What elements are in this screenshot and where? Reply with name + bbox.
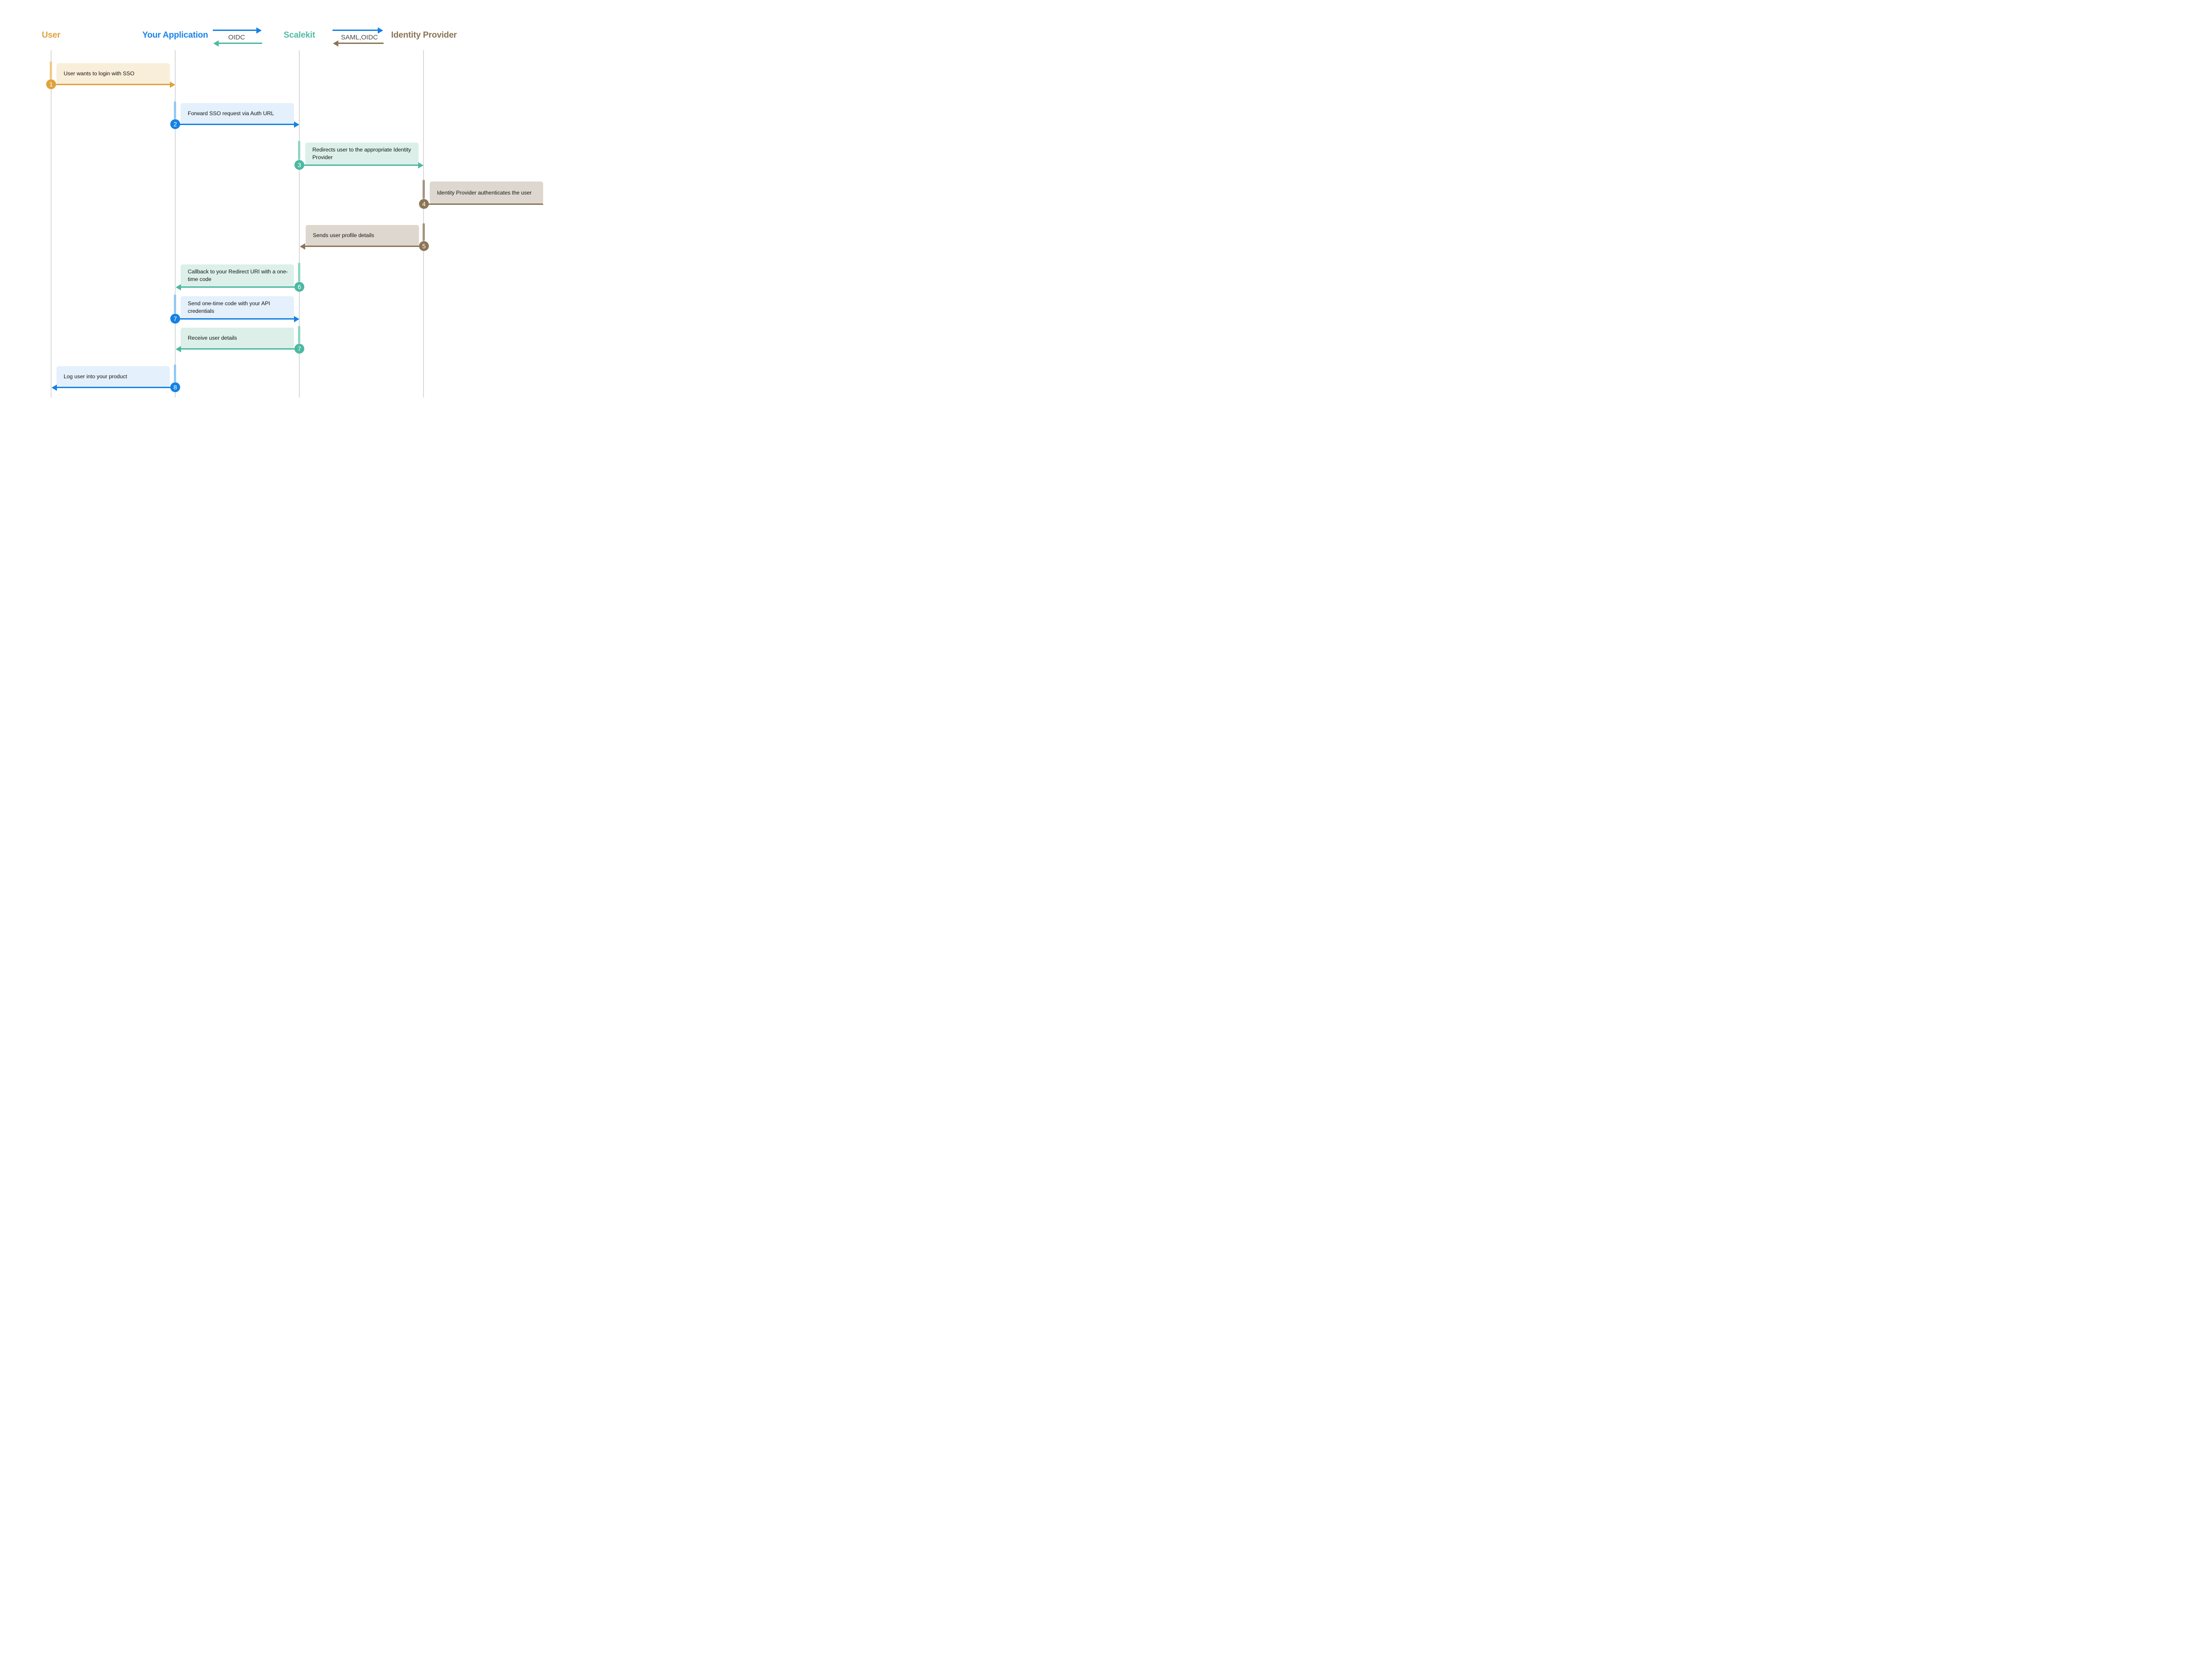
message-arrow-step-7a — [175, 316, 299, 322]
message-bubble-step-2: Forward SSO request via Auth URL — [181, 103, 294, 124]
actor-label-your-application: Your Application — [142, 30, 208, 40]
message-arrow-step-3 — [299, 162, 423, 169]
arrowhead-left-icon — [176, 346, 181, 352]
message-underline-step-4 — [424, 203, 543, 205]
arrowhead-right-icon — [418, 162, 423, 169]
step-badge-1: 1 — [46, 79, 56, 89]
activation-bar-step-5 — [423, 223, 425, 241]
step-badge-5: 5 — [419, 241, 429, 251]
message-bubble-step-7b: Receive user details — [181, 328, 294, 349]
message-text: Identity Provider authenticates the user — [437, 189, 532, 196]
arrowhead-right-icon — [378, 27, 383, 34]
arrowhead-left-icon — [176, 284, 181, 290]
message-bubble-step-6: Callback to your Redirect URI with a one… — [181, 264, 294, 287]
step-badge-6: 6 — [294, 282, 304, 292]
message-arrow-step-1 — [51, 81, 175, 88]
arrowhead-left-icon — [333, 40, 338, 47]
arrowhead-right-icon — [294, 121, 299, 128]
arrowhead-left-icon — [300, 243, 305, 250]
message-bubble-step-1: User wants to login with SSO — [56, 63, 170, 84]
message-text: Sends user profile details — [313, 232, 374, 238]
arrowhead-left-icon — [52, 384, 57, 391]
activation-bar-step-7b — [298, 326, 300, 344]
message-arrow-step-5 — [300, 243, 424, 250]
protocol-forward-arrow-oidc — [213, 27, 262, 34]
protocol-label-saml-oidc: SAML,OIDC — [341, 34, 378, 41]
activation-bar-step-4 — [423, 180, 425, 199]
protocol-return-arrow-oidc — [213, 40, 262, 47]
arrowhead-left-icon — [213, 40, 219, 47]
message-text: Redirects user to the appropriate Identi… — [312, 147, 411, 160]
activation-bar-step-3 — [298, 141, 300, 160]
activation-bar-step-6 — [298, 263, 300, 282]
protocol-return-arrow-saml-oidc — [333, 40, 384, 47]
activation-bar-step-8 — [174, 364, 176, 382]
lifeline-your-application — [175, 50, 176, 398]
message-text: Send one-time code with your API credent… — [188, 300, 270, 314]
message-text: Callback to your Redirect URI with a one… — [188, 268, 288, 282]
message-bubble-step-3: Redirects user to the appropriate Identi… — [305, 143, 419, 165]
message-bubble-step-7a: Send one-time code with your API credent… — [181, 296, 294, 319]
message-arrow-step-8 — [52, 384, 175, 391]
message-arrow-step-6 — [176, 284, 299, 290]
step-badge-2: 2 — [170, 119, 180, 129]
message-text: Forward SSO request via Auth URL — [188, 110, 274, 117]
lifeline-user — [51, 50, 52, 398]
arrowhead-right-icon — [294, 316, 299, 322]
arrowhead-right-icon — [256, 27, 262, 34]
activation-bar-step-1 — [50, 61, 52, 79]
message-arrow-step-2 — [175, 121, 299, 128]
message-bubble-step-4: Identity Provider authenticates the user — [430, 182, 543, 204]
message-text: User wants to login with SSO — [64, 70, 134, 77]
step-badge-7a: 7 — [170, 314, 180, 324]
activation-bar-step-2 — [174, 101, 176, 119]
sequence-diagram: User Your Application Scalekit Identity … — [0, 0, 553, 420]
protocol-label-oidc: OIDC — [228, 34, 245, 41]
message-text: Receive user details — [188, 335, 237, 341]
protocol-forward-arrow-saml-oidc — [333, 27, 383, 34]
activation-bar-step-7a — [174, 294, 176, 314]
lifeline-scalekit — [299, 50, 300, 398]
step-badge-7b: 7 — [294, 344, 304, 354]
step-badge-4: 4 — [419, 199, 429, 209]
step-badge-8: 8 — [170, 382, 180, 392]
step-badge-3: 3 — [294, 160, 304, 170]
actor-label-scalekit: Scalekit — [283, 30, 315, 40]
arrowhead-right-icon — [170, 81, 175, 88]
message-arrow-step-7b — [176, 346, 299, 352]
message-bubble-step-5: Sends user profile details — [306, 225, 419, 246]
actor-label-user: User — [42, 30, 60, 40]
actor-label-identity-provider: Identity Provider — [391, 30, 457, 40]
message-bubble-step-8: Log user into your product — [56, 366, 170, 387]
message-text: Log user into your product — [64, 373, 127, 380]
